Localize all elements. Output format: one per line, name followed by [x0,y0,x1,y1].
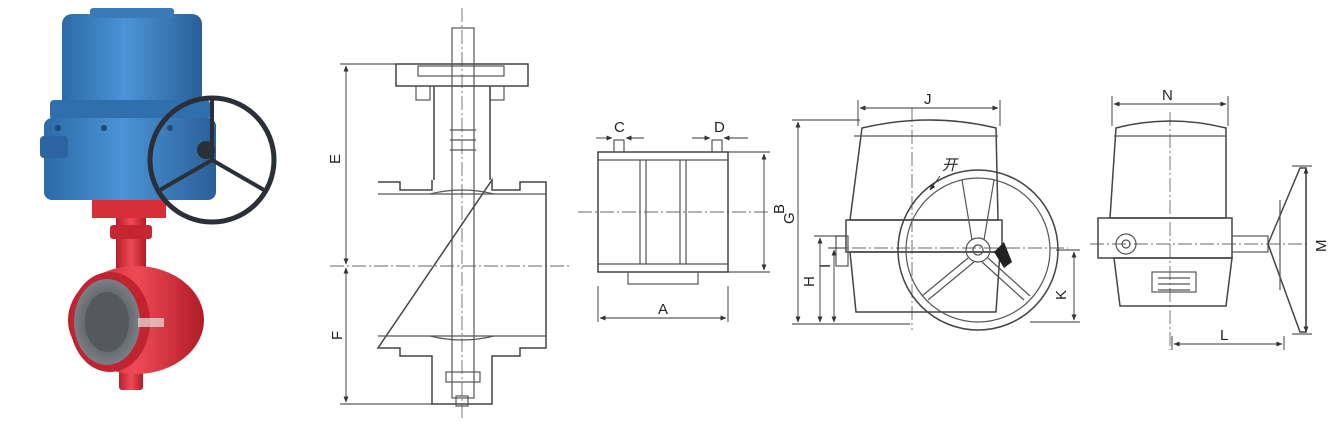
dim-label-i: I [817,264,834,268]
dim-label-m: M [1313,240,1330,253]
dim-label-g: G [781,212,798,224]
dim-label-l: L [1220,327,1228,344]
product-photo [40,8,277,390]
dim-label-d: D [714,119,725,136]
dim-label-a: A [658,301,668,318]
actuator-blue [40,8,216,218]
dim-label-k: K [1053,290,1070,300]
side-view [578,135,770,322]
dim-label-j: J [924,91,932,108]
dim-label-h: H [801,276,818,287]
dim-label-c: C [614,119,625,136]
dim-label-n: N [1162,87,1173,104]
dim-label-b: B [771,204,788,214]
actuator-side-view [1090,96,1312,350]
valve-body-red [68,212,204,390]
front-section-view [330,8,570,420]
open-direction-label: 开 [942,157,959,174]
dim-label-e: E [327,154,344,164]
dim-label-f: F [329,331,346,340]
handwheel-icon [147,95,277,225]
actuator-front-view [792,100,1080,331]
